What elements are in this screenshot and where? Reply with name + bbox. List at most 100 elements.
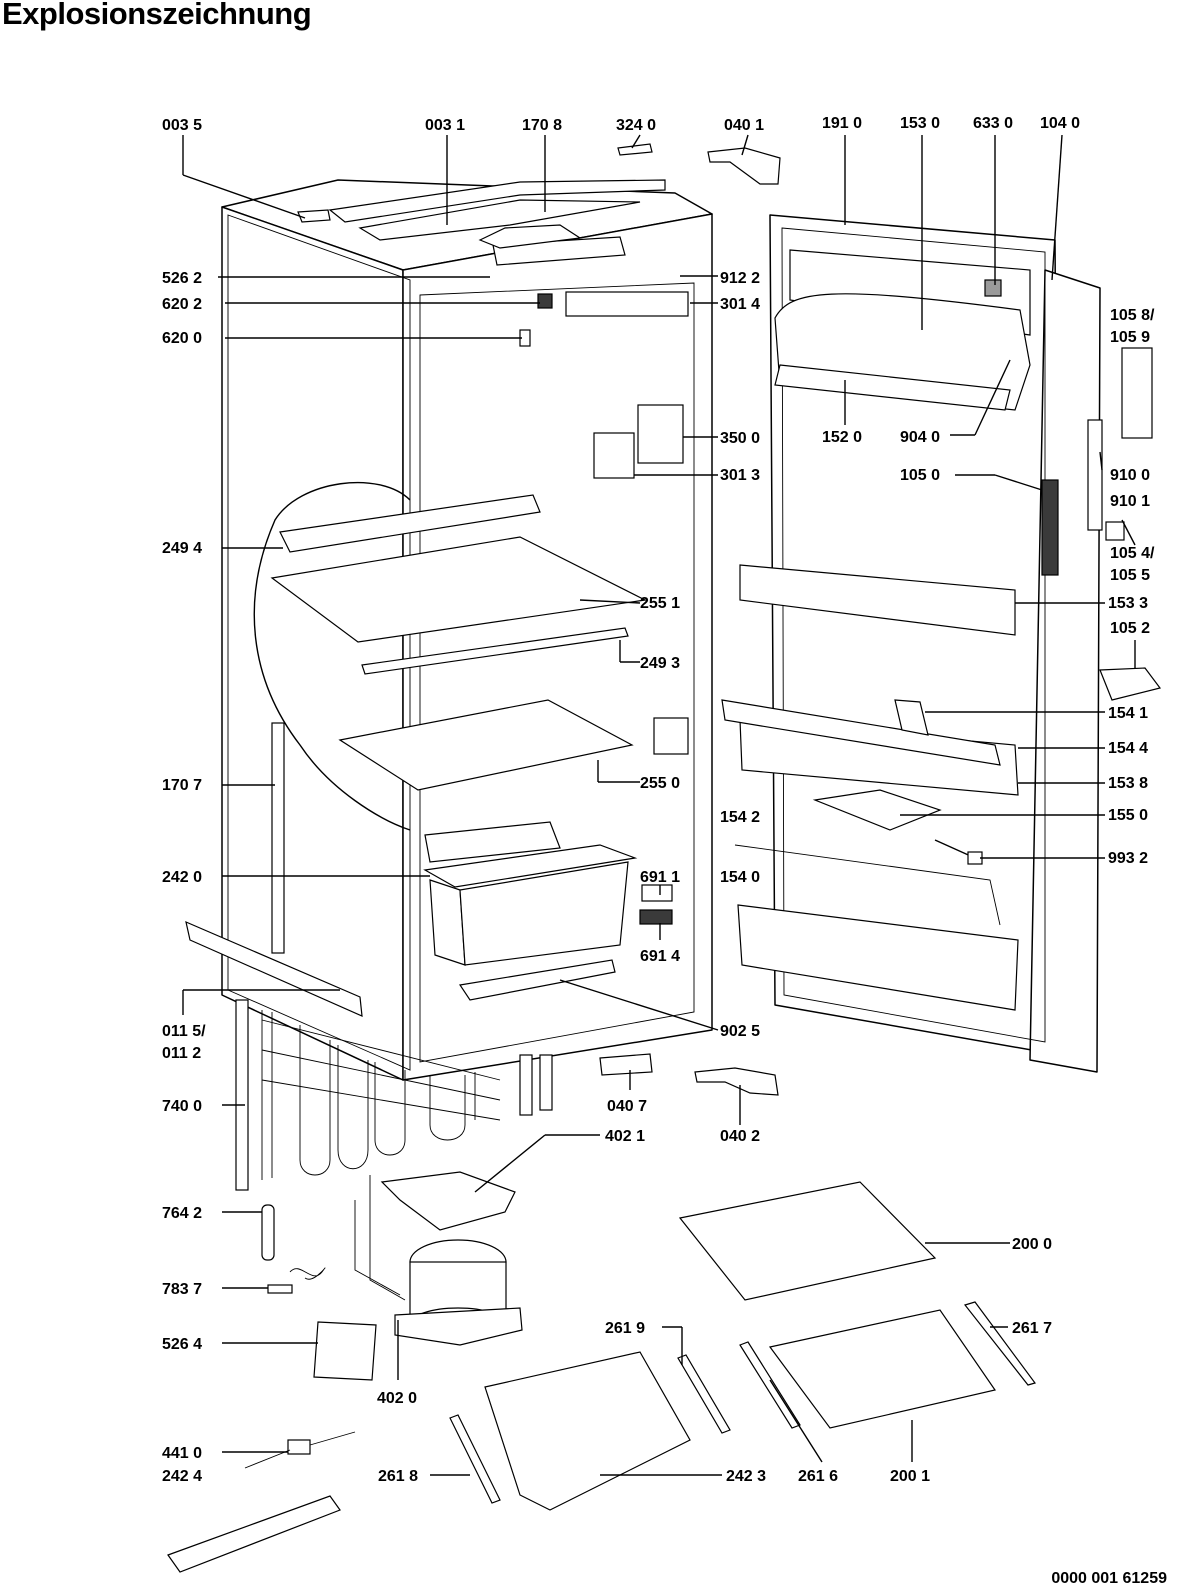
label-1533: 153 3 <box>1108 595 1148 612</box>
page-title: Explosionszeichnung <box>2 0 312 31</box>
label-2551: 255 1 <box>640 595 680 612</box>
label-2001: 200 1 <box>890 1468 930 1485</box>
label-1708: 170 8 <box>522 117 562 134</box>
label-0402: 040 2 <box>720 1128 760 1145</box>
label-2423: 242 3 <box>726 1468 766 1485</box>
cable-4410 <box>287 1439 311 1455</box>
bottom-bracket-0115 <box>185 920 363 1017</box>
label-2424: 242 4 <box>162 1468 202 1485</box>
hinge-1052 <box>1099 667 1162 701</box>
hinge-9100 <box>1087 419 1103 531</box>
label-1541: 154 1 <box>1108 705 1148 722</box>
shelf-trim-2493 <box>361 627 629 675</box>
label-6911: 691 1 <box>640 869 680 886</box>
label-3240: 324 0 <box>616 117 656 134</box>
label-1538: 153 8 <box>1108 775 1148 792</box>
document-number: 0000 001 61259 <box>1051 1570 1167 1587</box>
label-6202: 620 2 <box>162 296 202 313</box>
egg-tray-1550 <box>812 789 942 831</box>
label-0031: 003 1 <box>425 117 465 134</box>
switch-6202 <box>537 293 553 309</box>
label-7837: 783 7 <box>162 1281 202 1298</box>
top-rail <box>328 179 666 223</box>
side-plate <box>653 717 689 755</box>
label-0112: 011 2 <box>162 1045 201 1062</box>
part-labels: 003 5 003 1 170 8 324 0 040 1 191 0 153 … <box>162 115 1155 1485</box>
label-1040: 104 0 <box>1040 115 1080 132</box>
hinge-0401 <box>707 147 781 185</box>
label-1058: 105 8/ <box>1110 307 1155 324</box>
label-1544: 154 4 <box>1108 740 1148 757</box>
door-panel-1040 <box>1029 269 1101 1073</box>
label-0401: 040 1 <box>724 117 764 134</box>
crisper-2420 <box>459 861 629 966</box>
glass-shelf-2551 <box>270 536 647 643</box>
label-2617: 261 7 <box>1012 1320 1052 1337</box>
label-0115: 011 5/ <box>162 1023 206 1040</box>
control-panel-3014 <box>565 291 689 317</box>
rail-2618 <box>449 1414 501 1504</box>
shelf-trim-2494 <box>279 494 541 553</box>
label-4021: 402 1 <box>605 1128 645 1145</box>
part-6330 <box>984 279 1002 297</box>
wire-shelf-2000 <box>678 1181 937 1301</box>
label-2494: 249 4 <box>162 540 202 557</box>
label-1059: 105 9 <box>1110 329 1150 346</box>
crisper-lid-2420 <box>423 844 638 888</box>
leader-lines <box>182 134 1136 1476</box>
cabinet <box>185 179 713 1191</box>
label-9101: 910 1 <box>1110 493 1150 510</box>
rail-2617 <box>963 1301 1036 1386</box>
top-cover-plate <box>358 199 641 241</box>
label-1520: 152 0 <box>822 429 862 446</box>
label-5262: 526 2 <box>162 270 202 287</box>
clip-1541 <box>894 699 929 736</box>
label-1707: 170 7 <box>162 777 202 794</box>
label-0407: 040 7 <box>607 1098 647 1115</box>
part-3240 <box>617 143 653 156</box>
rail-1542 <box>734 844 1001 926</box>
label-1542: 154 2 <box>720 809 760 826</box>
label-2493: 249 3 <box>640 655 680 672</box>
label-2000: 200 0 <box>1012 1236 1052 1253</box>
part-0407 <box>599 1053 653 1076</box>
label-2420: 242 0 <box>162 869 202 886</box>
trim-2424 <box>167 1495 341 1573</box>
door-shelf-1533 <box>739 564 1016 636</box>
switch-6911 <box>641 884 673 902</box>
part-1054 <box>1105 521 1125 541</box>
door <box>721 214 1162 1073</box>
label-9040: 904 0 <box>900 429 940 446</box>
label-9932: 993 2 <box>1108 850 1148 867</box>
label-2618: 261 8 <box>378 1468 418 1485</box>
label-2619: 261 9 <box>605 1320 645 1337</box>
label-1910: 191 0 <box>822 115 862 132</box>
label-5264: 526 4 <box>162 1336 202 1353</box>
hinge-1058 <box>1121 347 1153 439</box>
door-bin-1540 <box>737 904 1019 1011</box>
label-9100: 910 0 <box>1110 467 1150 484</box>
shelf-1520 <box>774 364 1011 411</box>
coil-7837 <box>289 1267 326 1280</box>
electronics-box-5264 <box>313 1321 377 1381</box>
label-1052: 105 2 <box>1110 620 1150 637</box>
drip-tray-4021 <box>380 1171 516 1231</box>
light-housing-3013 <box>593 432 635 479</box>
trim-9025 <box>458 959 616 1001</box>
label-4410: 441 0 <box>162 1445 202 1462</box>
compressor-area <box>261 1171 523 1381</box>
light-cover-3500 <box>637 404 684 464</box>
label-1530: 153 0 <box>900 115 940 132</box>
drawer-2423 <box>484 1351 691 1511</box>
label-1055: 105 5 <box>1110 567 1150 584</box>
label-4020: 402 0 <box>377 1390 417 1407</box>
strip-1050 <box>1041 479 1059 576</box>
label-0035: 003 5 <box>162 117 202 134</box>
rail-1707 <box>271 722 285 954</box>
label-2550: 255 0 <box>640 775 680 792</box>
label-6914: 691 4 <box>640 948 680 965</box>
condenser-7400 <box>235 999 501 1191</box>
rail-2619 <box>677 1354 731 1434</box>
switch-6914 <box>639 909 673 925</box>
